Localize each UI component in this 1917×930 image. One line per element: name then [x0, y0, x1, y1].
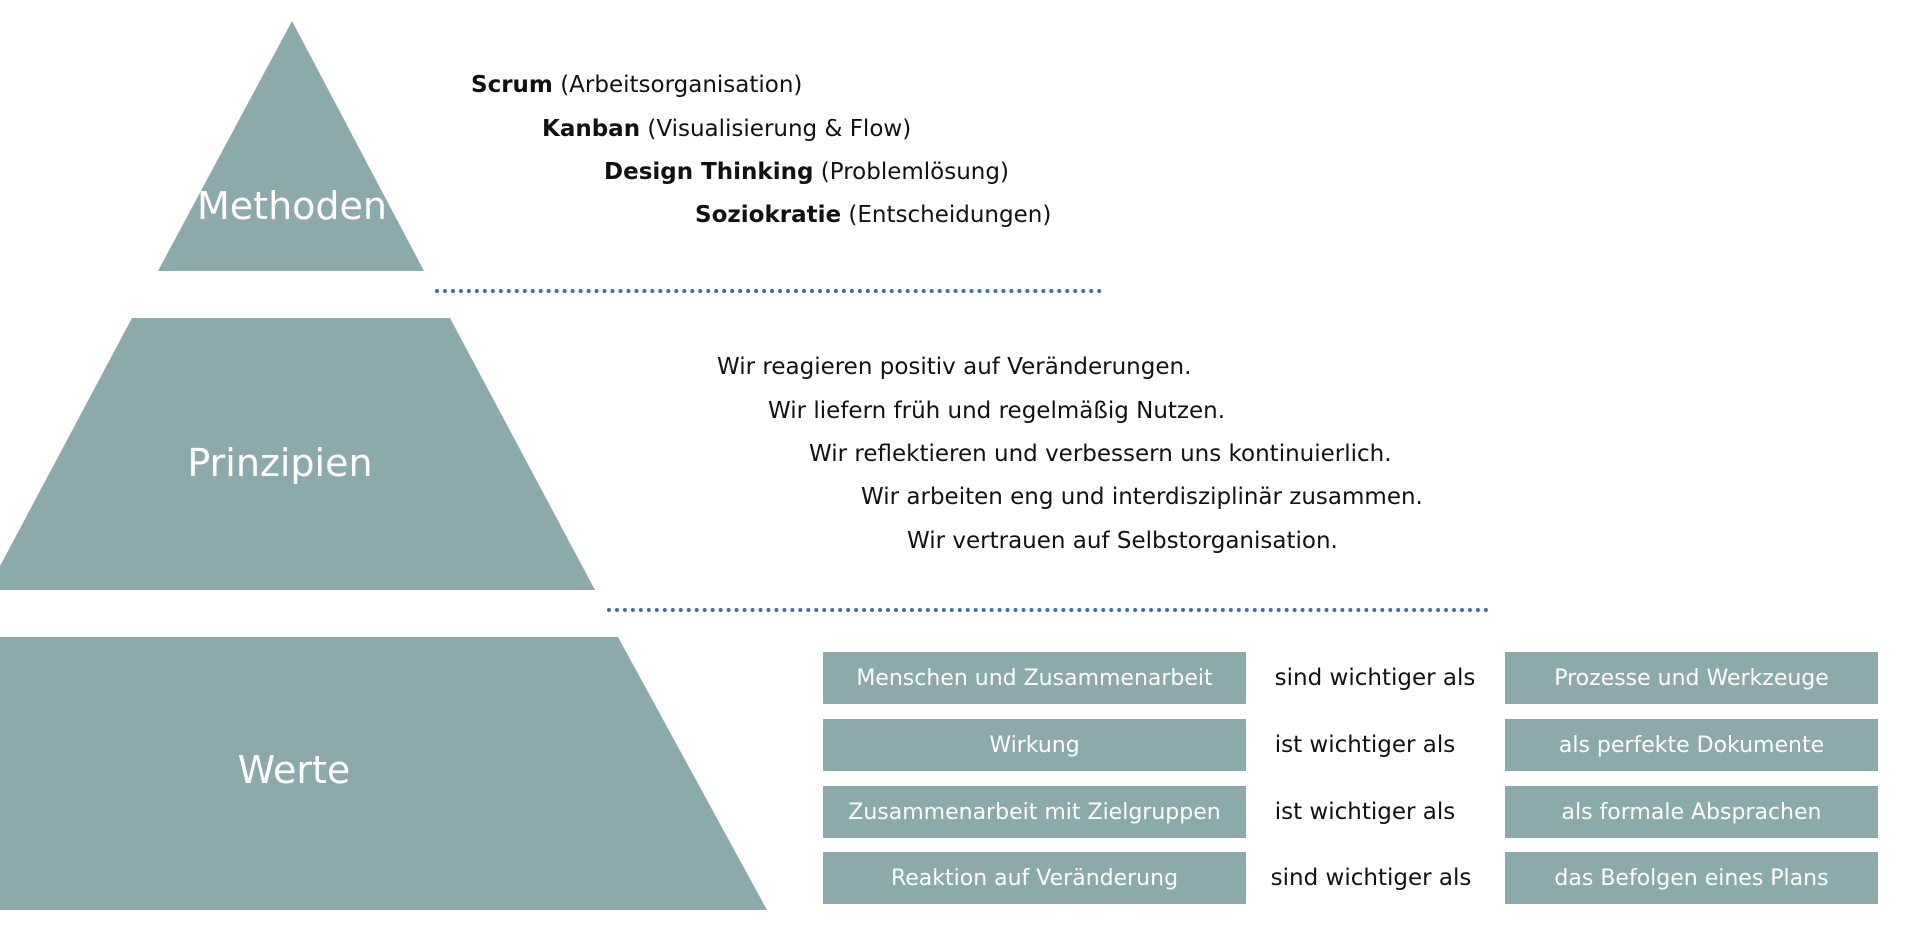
value-right-box: als formale Absprachen: [1505, 786, 1878, 838]
value-comparison: ist wichtiger als: [1274, 732, 1456, 758]
value-right-box: das Befolgen eines Plans: [1505, 852, 1878, 904]
method-item: Design Thinking (Problemlösung): [604, 159, 1009, 185]
principle-item: Wir arbeiten eng und interdisziplinär zu…: [861, 484, 1423, 510]
method-desc: (Visualisierung & Flow): [647, 116, 912, 142]
divider-dotted-1: [435, 289, 1102, 293]
value-left-box: Wirkung: [823, 719, 1246, 771]
principle-item: Wir reagieren positiv auf Veränderungen.: [717, 354, 1192, 380]
value-comparison: ist wichtiger als: [1274, 799, 1456, 825]
level-label-methods: Methoden: [197, 184, 387, 228]
methods-triangle: [158, 21, 424, 271]
method-name: Scrum: [471, 72, 553, 98]
value-right-box: als perfekte Dokumente: [1505, 719, 1878, 771]
method-desc: (Entscheidungen): [848, 202, 1052, 228]
principles-trapezoid: [0, 318, 595, 590]
value-left-box: Menschen und Zusammenarbeit: [823, 652, 1246, 704]
method-desc: (Problemlösung): [820, 159, 1009, 185]
method-name: Design Thinking: [604, 159, 814, 185]
level-label-values: Werte: [237, 748, 351, 792]
method-name: Soziokratie: [695, 202, 842, 228]
level-label-principles: Prinzipien: [187, 441, 373, 485]
method-item: Scrum (Arbeitsorganisation): [471, 72, 802, 98]
method-desc: (Arbeitsorganisation): [560, 72, 803, 98]
value-comparison: sind wichtiger als: [1270, 865, 1472, 891]
method-item: Soziokratie (Entscheidungen): [695, 202, 1051, 228]
principle-item: Wir reflektieren und verbessern uns kont…: [809, 441, 1392, 467]
method-name: Kanban: [542, 116, 641, 142]
value-left-box: Reaktion auf Veränderung: [823, 852, 1246, 904]
value-left-box: Zusammenarbeit mit Zielgruppen: [823, 786, 1246, 838]
values-trapezoid: [0, 637, 767, 910]
divider-dotted-2: [607, 608, 1489, 612]
principle-item: Wir liefern früh und regelmäßig Nutzen.: [768, 398, 1226, 424]
method-item: Kanban (Visualisierung & Flow): [542, 116, 911, 142]
value-comparison: sind wichtiger als: [1274, 665, 1476, 691]
value-right-box: Prozesse und Werkzeuge: [1505, 652, 1878, 704]
principle-item: Wir vertrauen auf Selbstorganisation.: [907, 528, 1338, 554]
